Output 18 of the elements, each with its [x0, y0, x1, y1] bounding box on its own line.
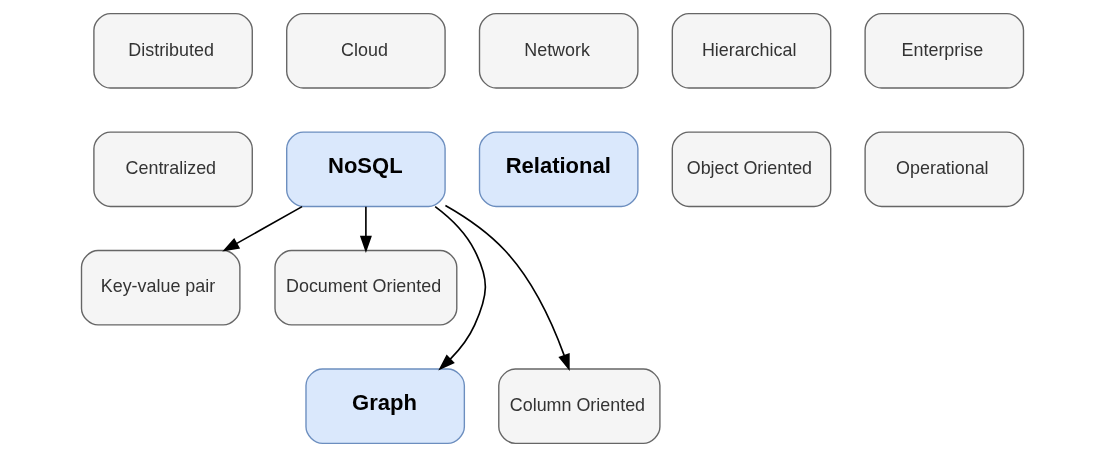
node-box: Network — [478, 12, 639, 89]
node-box: Hierarchical — [671, 12, 831, 89]
node-box: Document Oriented — [273, 249, 457, 326]
arrow — [433, 205, 486, 371]
arrow — [221, 205, 303, 252]
node-box: Cloud — [285, 12, 446, 89]
node-box: Column Oriented — [497, 368, 661, 445]
arrow — [359, 205, 372, 253]
node-box: Centralized — [92, 131, 253, 208]
arrow — [444, 204, 570, 372]
node-box: Key-value pair — [80, 249, 241, 326]
node-box: Object Oriented — [671, 131, 831, 208]
node-box: Distributed — [92, 12, 253, 89]
node-box: NoSQL — [285, 131, 446, 208]
node-box: Graph — [304, 368, 465, 445]
node-box: Relational — [478, 131, 639, 208]
node-box: Operational — [863, 131, 1024, 208]
node-box: Enterprise — [863, 12, 1024, 89]
